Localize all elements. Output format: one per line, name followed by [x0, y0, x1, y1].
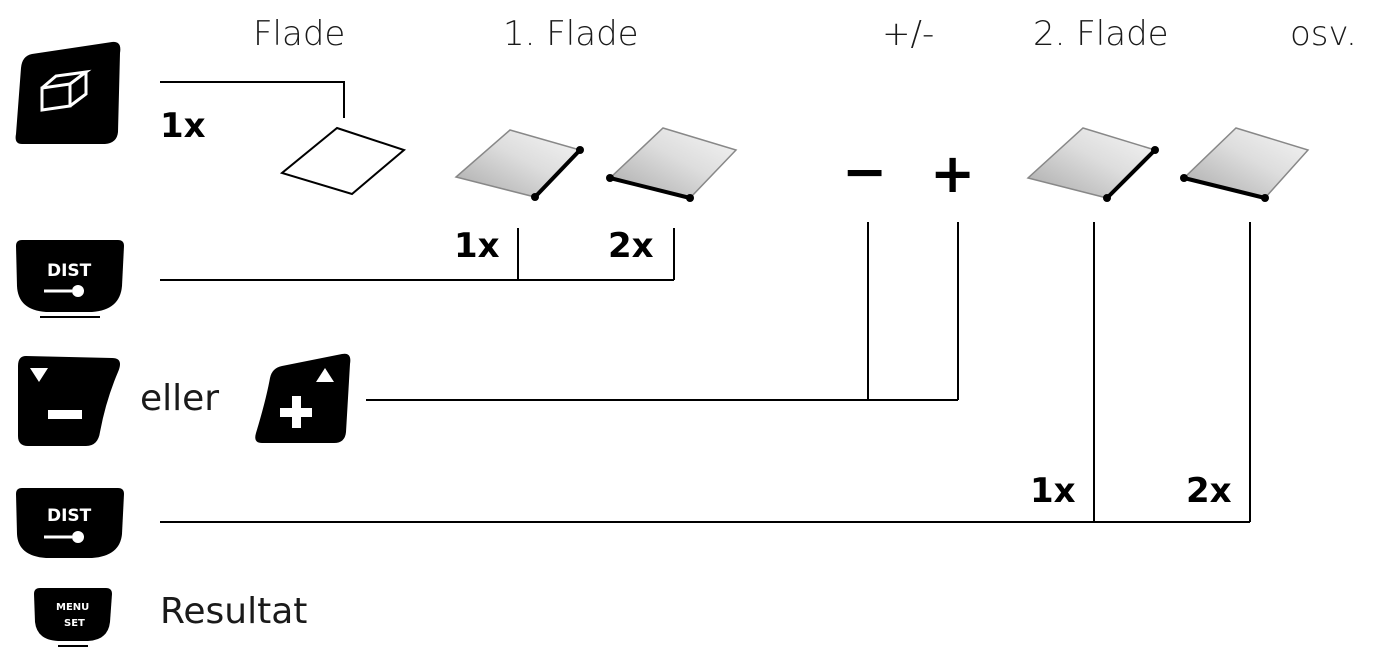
- menu-button-label: MENU: [56, 602, 89, 613]
- dist-button-bottom-label: DIST: [47, 506, 92, 526]
- or-label: eller: [140, 378, 219, 419]
- header-etc: osv.: [1290, 14, 1357, 54]
- second-area-length-surface: [1026, 127, 1159, 202]
- first-dist-connector: [160, 228, 675, 281]
- first-dist-count-2: 2x: [608, 226, 654, 266]
- second-dist-connector: [160, 222, 1251, 523]
- minus-sign: −: [842, 140, 887, 203]
- second-dist-count-1: 1x: [1030, 471, 1076, 511]
- menu-set-button[interactable]: MENU SET: [34, 588, 112, 647]
- second-area-width-surface: [1180, 127, 1310, 202]
- laser-point-icon: [44, 531, 84, 543]
- header-plus-minus: +/-: [882, 14, 934, 54]
- dist-button-top-label: DIST: [47, 261, 92, 281]
- set-button-label: SET: [64, 618, 85, 629]
- header-first-area: 1. Flade: [503, 14, 639, 54]
- area-count-label: 1x: [160, 106, 206, 146]
- first-area-length-surface: [454, 129, 584, 201]
- plus-button[interactable]: [255, 353, 351, 443]
- minus-button[interactable]: [18, 356, 120, 446]
- header-flade: Flade: [253, 14, 345, 54]
- dist-button-top[interactable]: DIST: [16, 240, 124, 318]
- area-cube-icon: [40, 69, 92, 112]
- plus-up-arrow-icon: [280, 368, 334, 428]
- area-function-button[interactable]: [15, 41, 121, 144]
- result-label: Resultat: [160, 591, 307, 632]
- second-dist-count-2: 2x: [1186, 471, 1232, 511]
- plus-sign: +: [930, 142, 975, 205]
- minus-down-arrow-icon: [30, 368, 82, 419]
- area-button-connector: [160, 81, 345, 118]
- laser-point-icon: [44, 285, 84, 297]
- header-second-area: 2. Flade: [1033, 14, 1169, 54]
- area-surface: [279, 126, 407, 196]
- first-dist-count-1: 1x: [454, 226, 500, 266]
- dist-button-bottom[interactable]: DIST: [16, 488, 124, 558]
- plus-minus-connector: [366, 222, 959, 401]
- first-area-width-surface: [606, 127, 738, 202]
